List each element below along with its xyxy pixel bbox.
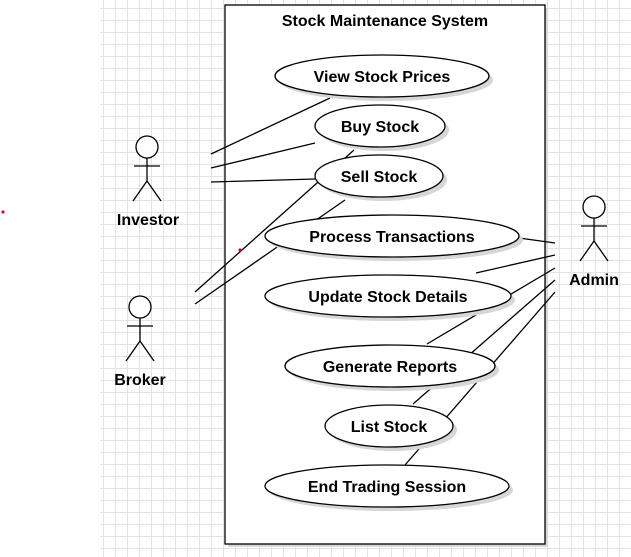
use-case-ellipse <box>284 344 496 388</box>
use-case-view-stock-prices[interactable]: View Stock Prices <box>274 54 493 101</box>
system-title: Stock Maintenance System <box>282 13 488 30</box>
actor-label: Investor <box>117 212 179 229</box>
actor-label: Admin <box>569 272 619 289</box>
use-case-label: End Trading Session <box>308 479 466 496</box>
use-case-generate-reports[interactable]: Generate Reports <box>284 344 499 391</box>
use-case-label: Sell Stock <box>341 169 418 186</box>
use-case-ellipse <box>274 54 490 98</box>
assoc-admin-process-transactions[interactable] <box>518 237 556 244</box>
assoc-broker-sell-stock[interactable] <box>194 199 346 305</box>
use-case-end-trading-session[interactable]: End Trading Session <box>264 464 513 511</box>
use-case-label: Buy Stock <box>341 119 419 136</box>
use-case-update-stock-details[interactable]: Update Stock Details <box>264 274 515 321</box>
use-case-ellipse <box>264 214 520 258</box>
use-case-label: Process Transactions <box>309 229 475 246</box>
assoc-investor-buy-stock[interactable] <box>210 142 316 169</box>
assoc-investor-view-stock-prices[interactable] <box>210 97 331 155</box>
use-case-ellipse <box>314 104 446 148</box>
use-case-label: View Stock Prices <box>314 69 451 86</box>
use-case-process-transactions[interactable]: Process Transactions <box>264 214 523 261</box>
assoc-investor-sell-stock[interactable] <box>210 178 316 183</box>
actor-admin[interactable]: Admin <box>569 195 619 289</box>
use-case-list-stock[interactable]: List Stock <box>324 404 457 451</box>
stick-figure-icon <box>125 295 155 362</box>
use-case-ellipse <box>264 464 510 508</box>
use-case-ellipse <box>264 274 512 318</box>
actor-label: Broker <box>114 372 166 389</box>
use-case-ellipse <box>314 154 444 198</box>
use-case-label: Generate Reports <box>323 359 457 376</box>
actor-broker[interactable]: Broker <box>114 295 166 389</box>
actor-investor[interactable]: Investor <box>117 135 179 229</box>
use-case-ellipse <box>324 404 454 448</box>
use-case-sell-stock[interactable]: Sell Stock <box>314 154 447 201</box>
stick-figure-icon <box>132 135 162 202</box>
red-dot-marker <box>238 248 242 252</box>
use-case-label: Update Stock Details <box>308 289 467 306</box>
red-dot-marker <box>1 210 5 214</box>
use-case-label: List Stock <box>351 419 428 436</box>
use-case-buy-stock[interactable]: Buy Stock <box>314 104 449 151</box>
assoc-admin-update-stock-details[interactable] <box>475 254 556 274</box>
stick-figure-icon <box>579 195 609 262</box>
